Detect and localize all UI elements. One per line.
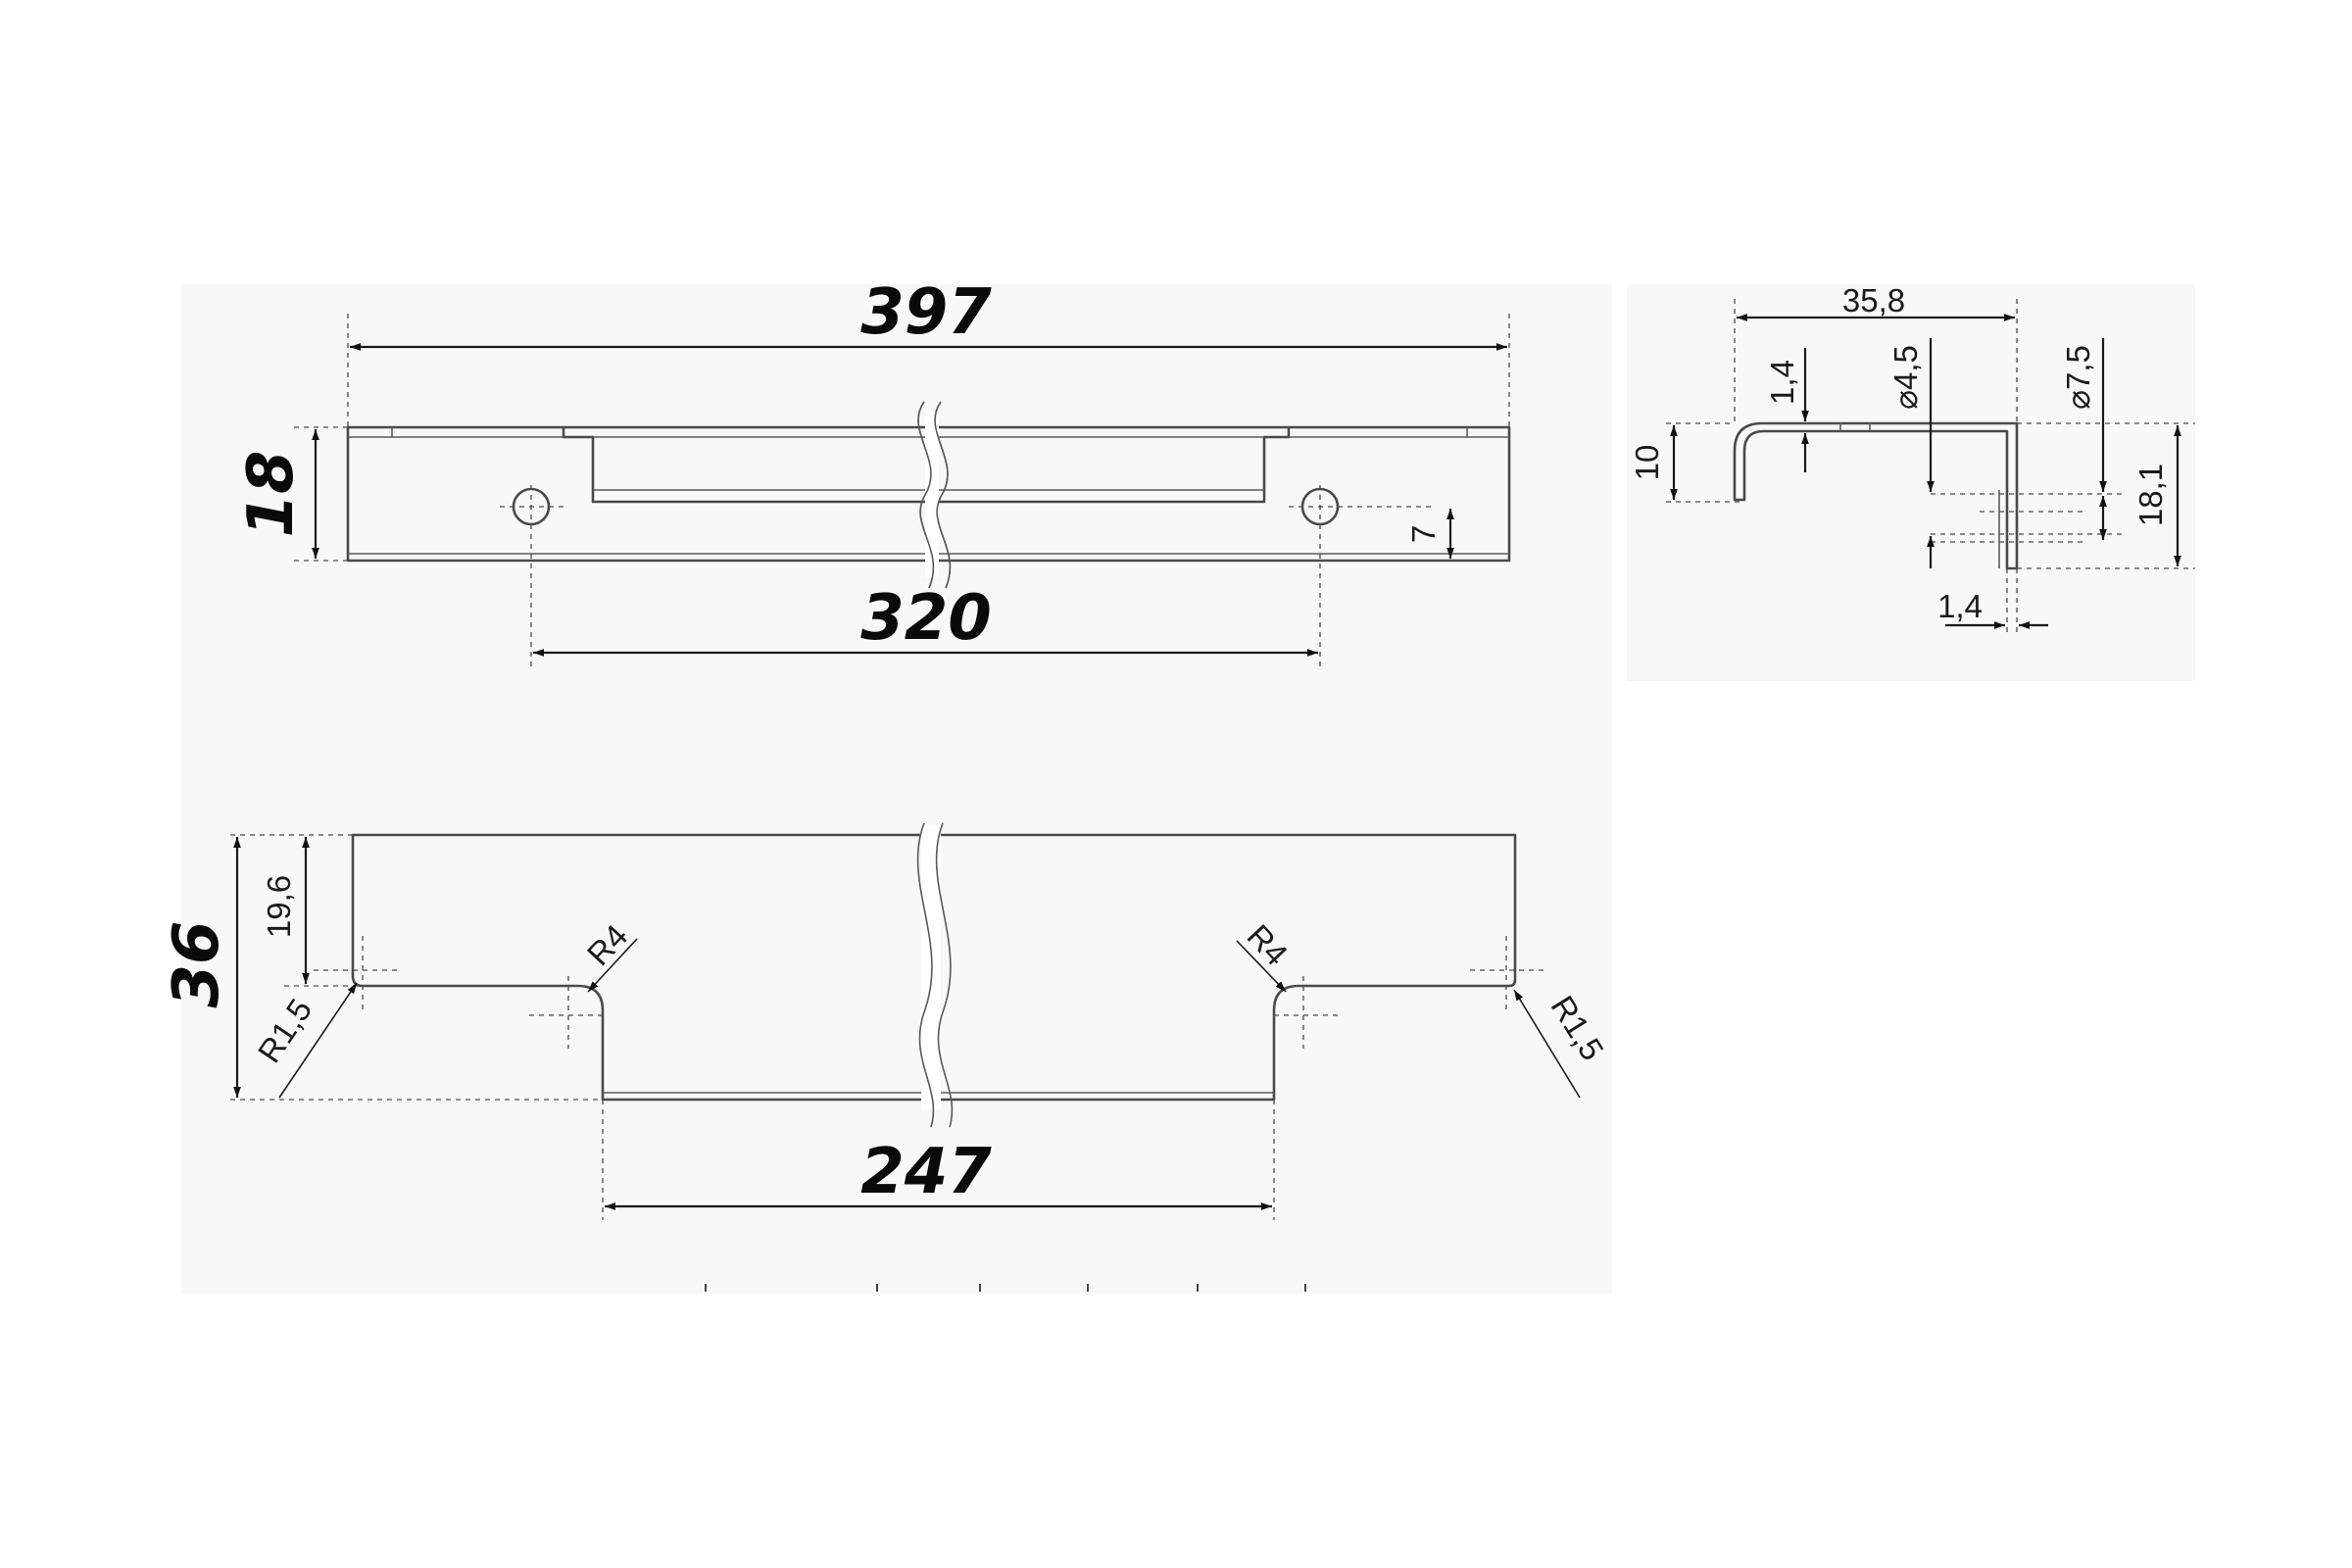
background-panel-left: [181, 284, 1612, 1294]
dimension-36-label: 36: [161, 920, 233, 1007]
dimension-75-label: ⌀7,5: [2060, 345, 2096, 410]
scan-tick-marks: [705, 1284, 1306, 1292]
background-panel-right: [1627, 284, 2195, 681]
dimension-181-label: 18,1: [2132, 464, 2169, 526]
leader-r15-right: [1513, 989, 1581, 1099]
leader-r4-right: [1236, 940, 1287, 993]
dimension-247-label: 247: [860, 1136, 992, 1208]
dimension-358-label: 35,8: [1842, 282, 1905, 318]
dimension-45-label: ⌀4,5: [1887, 345, 1924, 410]
break-mark-top-1b: [917, 401, 935, 589]
leader-r4-left: [587, 938, 638, 993]
break-mark-top-2b: [934, 401, 952, 589]
leader-r15-left: [278, 982, 358, 1099]
dimension-320-label: 320: [860, 582, 992, 655]
top-view: 397 18 7 320: [235, 276, 1511, 666]
dimension-18-label: 18: [235, 450, 308, 537]
side-view: 35,8 1,4 ⌀4,5 ⌀7,5 10 18,1 1,4: [1629, 282, 2195, 637]
dimension-7-label: 7: [1405, 525, 1442, 543]
break-mark-profile-1: [916, 822, 935, 1128]
dimension-14-bottom-label: 1,4: [1937, 588, 1983, 624]
break-mark-profile-2: [935, 822, 954, 1128]
dimension-14-top-label: 1,4: [1764, 360, 1800, 405]
dimension-397-label: 397: [860, 276, 992, 349]
dimension-10-label: 10: [1629, 445, 1665, 481]
dimension-196-label: 19,6: [261, 875, 297, 938]
